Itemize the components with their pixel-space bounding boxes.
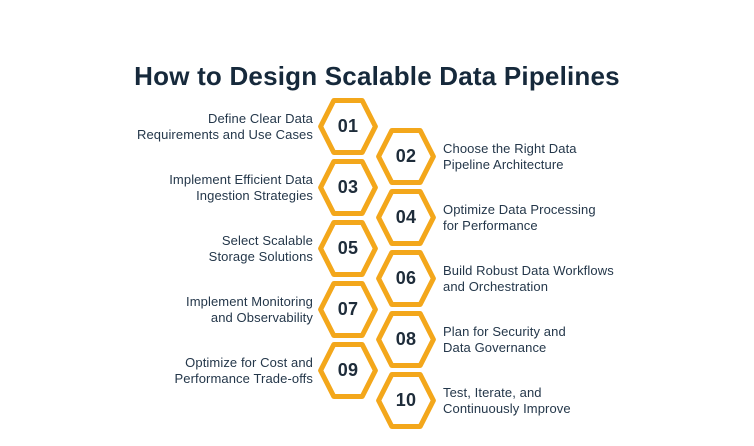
step-label: Implement Efficient Data Ingestion Strat… [169,172,313,203]
step-number: 10 [395,390,417,410]
step-hexagon: 05 [318,220,378,277]
step-hexagon: 10 [376,372,436,429]
hexagon-icon [318,342,378,399]
step-hexagon: 07 [318,281,378,338]
step-hexagon: 04 [376,189,436,246]
step-number: 09 [337,360,359,380]
hexagon-icon [318,220,378,277]
step-label: Optimize for Cost and Performance Trade-… [174,355,313,386]
hexagon-icon [376,250,436,307]
step-label: Plan for Security and Data Governance [443,324,566,355]
hexagon-icon [376,311,436,368]
step-number: 05 [337,238,359,258]
step-label: Test, Iterate, and Continuously Improve [443,385,571,416]
step-label: Select Scalable Storage Solutions [208,233,313,264]
step-number: 03 [337,177,359,197]
hexagon-icon [318,159,378,216]
step-label: Implement Monitoring and Observability [186,294,313,325]
step-number: 08 [395,329,417,349]
step-number: 02 [395,146,417,166]
step-hexagon: 03 [318,159,378,216]
step-hexagon: 06 [376,250,436,307]
hexagon-icon [318,281,378,338]
step-label: Choose the Right Data Pipeline Architect… [443,141,577,172]
hexagon-icon [376,189,436,246]
step-hexagon: 02 [376,128,436,185]
step-number: 04 [395,207,417,227]
hexagon-icon [376,372,436,429]
step-hexagon: 08 [376,311,436,368]
hexagon-icon [376,128,436,185]
hexagon-icon [318,98,378,155]
page-title: How to Design Scalable Data Pipelines [134,61,620,92]
step-hexagon: 01 [318,98,378,155]
step-hexagon: 09 [318,342,378,399]
step-number: 01 [337,116,359,136]
step-number: 07 [337,299,359,319]
step-label: Optimize Data Processing for Performance [443,202,596,233]
step-label: Build Robust Data Workflows and Orchestr… [443,263,614,294]
step-label: Define Clear Data Requirements and Use C… [136,111,313,142]
step-number: 06 [395,268,417,288]
